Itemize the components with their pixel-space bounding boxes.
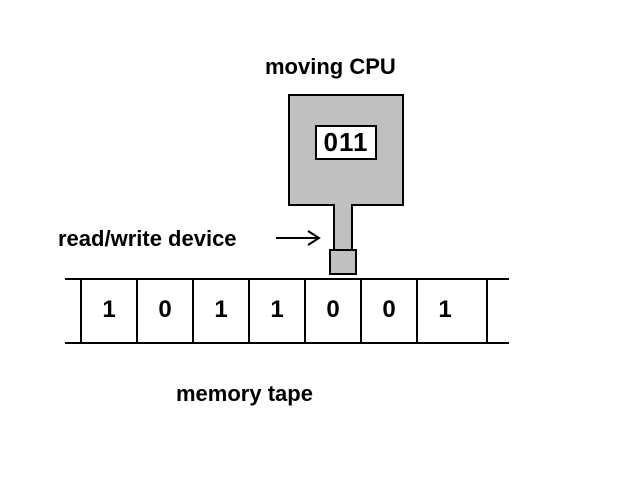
read-write-label: read/write device xyxy=(58,226,237,251)
tape-cell-divider xyxy=(486,279,488,343)
tape-cell: 1 xyxy=(80,279,136,343)
tape-top-edge xyxy=(65,278,509,280)
memory-tape: 1 0 1 1 0 0 1 xyxy=(80,279,472,343)
tape-cell: 1 xyxy=(248,279,304,343)
tape-bottom-edge xyxy=(65,342,509,344)
cpu-label: moving CPU xyxy=(265,54,396,79)
tape-cell-under-head: 0 xyxy=(304,279,360,343)
tape-cell: 0 xyxy=(136,279,192,343)
tape-cell: 1 xyxy=(416,279,472,343)
tape-cell: 1 xyxy=(192,279,248,343)
tape-label: memory tape xyxy=(176,381,313,406)
cpu-box: 011 xyxy=(288,94,404,206)
read-write-head xyxy=(329,249,357,275)
cpu-state-display: 011 xyxy=(315,125,377,160)
tape-cell: 0 xyxy=(360,279,416,343)
